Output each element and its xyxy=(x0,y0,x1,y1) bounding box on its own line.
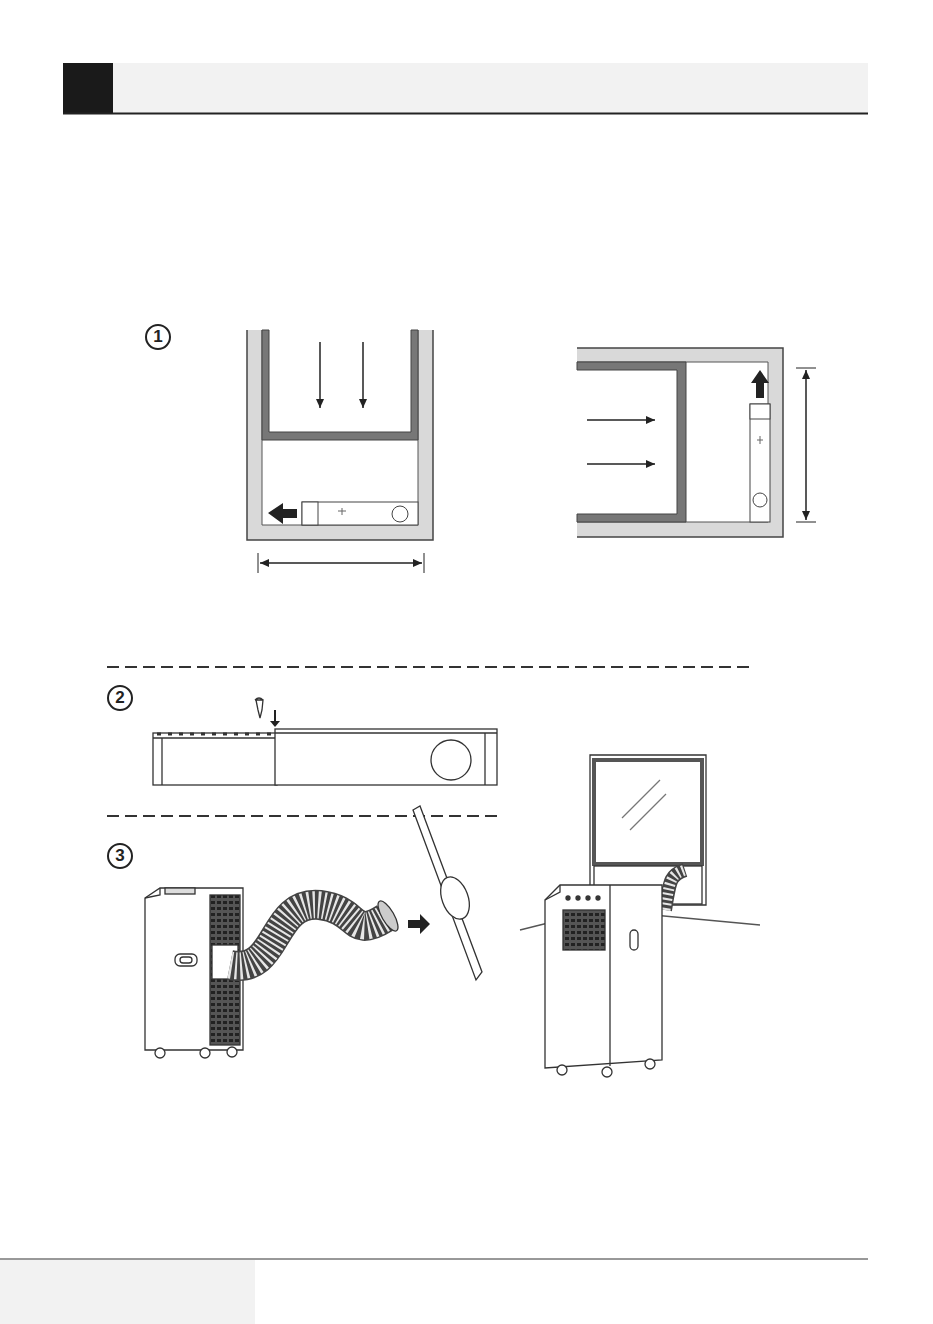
footer-panel xyxy=(0,1260,255,1324)
callout-circle xyxy=(146,325,170,349)
callout-circle xyxy=(108,686,132,710)
callout-circle xyxy=(108,844,132,868)
header-bar xyxy=(63,63,868,113)
installed-unit xyxy=(520,755,760,1077)
callout-number: 2 xyxy=(108,686,132,710)
divider xyxy=(107,666,752,668)
vertical-window xyxy=(247,330,433,573)
callout-number: 1 xyxy=(146,325,170,349)
callout-number: 3 xyxy=(108,844,132,868)
unit-with-hose xyxy=(145,806,482,1058)
horizontal-window xyxy=(577,348,816,537)
divider xyxy=(107,815,500,817)
footer-rule xyxy=(0,1259,868,1260)
window-slider xyxy=(153,698,497,785)
header-square xyxy=(63,63,113,113)
header-rule xyxy=(63,113,868,115)
